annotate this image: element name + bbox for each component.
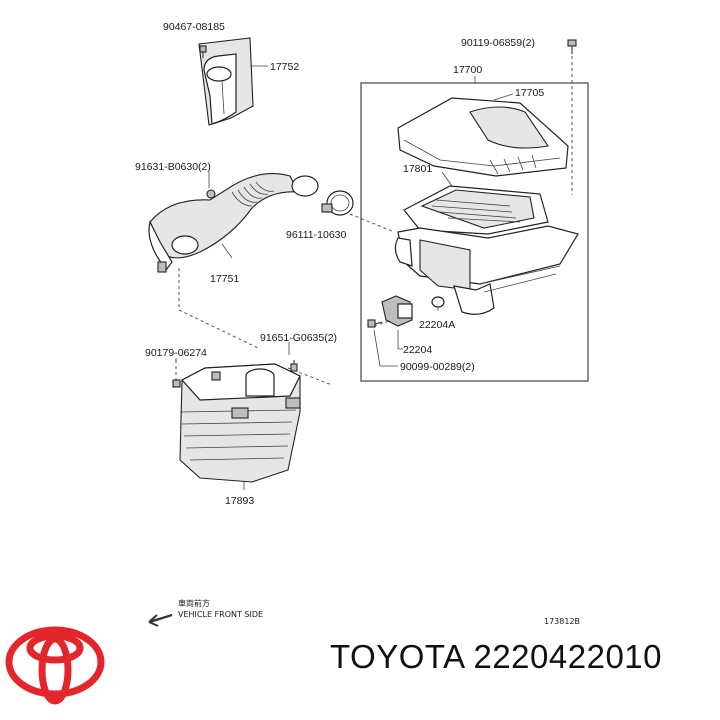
direction-label-en: VEHICLE FRONT SIDE [178,610,263,619]
part-90179-bolt [172,379,181,388]
label-22204A: 22204A [419,319,455,331]
label-90119-06859: 90119-06859(2) [461,37,535,49]
part-96111-clamp [321,190,354,216]
part-17705-cover [397,97,569,177]
label-17705: 17705 [515,87,544,99]
vehicle-front-indicator: 車両前方 VEHICLE FRONT SIDE [148,598,263,627]
label-90099-00289: 90099-00289(2) [400,361,475,373]
part-17752-duct [198,37,254,126]
label-90179-06274: 90179-06274 [145,347,207,359]
part-90119-bolt [567,39,577,54]
part-17893-resonator [179,363,301,483]
label-96111-10630: 96111-10630 [286,229,346,241]
label-17893: 17893 [225,495,254,507]
part-91651-bolt [290,360,298,372]
part-17801-element [403,185,549,235]
part-90467-clip [199,45,207,58]
label-90467-08185: 90467-08185 [163,21,225,33]
diagram-code: 173812B [544,617,580,626]
label-17751: 17751 [210,273,239,285]
part-90099-screw [367,319,383,328]
part-air-cleaner-case [394,225,579,315]
toyota-logo-icon [5,626,105,705]
part-22204A-seal [431,296,445,308]
direction-label-jp: 車両前方 [178,598,210,608]
label-17752: 17752 [270,61,299,73]
assembly-frame-17700 [360,82,589,382]
part-22204-sensor [381,295,413,327]
label-17700: 17700 [453,64,482,76]
label-91651-G0635: 91651-G0635(2) [260,332,337,344]
product-caption: TOYOTA 2220422010 [330,638,663,675]
label-22204: 22204 [403,344,432,356]
label-17801: 17801 [403,163,432,175]
label-91631-B0630: 91631-B0630(2) [135,161,211,173]
part-17751-hose [148,173,319,273]
